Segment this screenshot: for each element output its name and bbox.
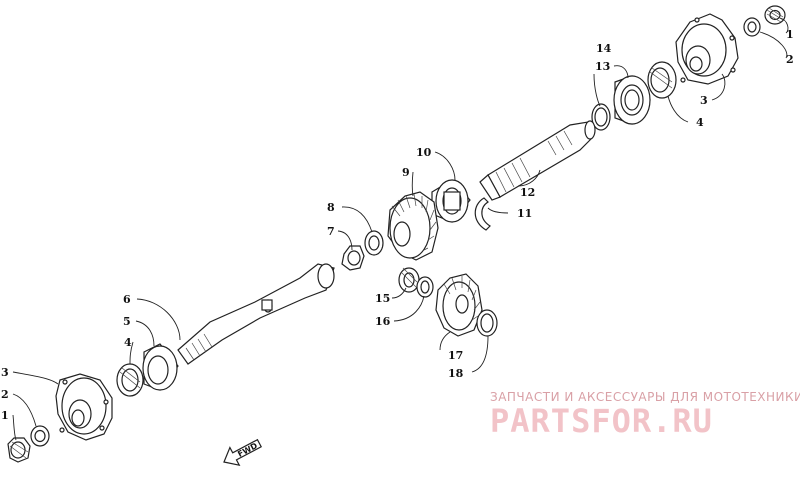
fwd-label: FWD	[236, 441, 259, 459]
watermark-subtitle: ЗАПЧАСТИ И АКСЕССУАРЫ ДЛЯ МОТОТЕХНИКИ	[490, 390, 800, 404]
part-ring-gear-9	[387, 191, 439, 261]
part-bearing-10	[431, 179, 471, 223]
part-washer-bottom	[30, 425, 50, 447]
callout-1-top: 1	[786, 28, 794, 41]
part-seal-bottom	[116, 363, 144, 397]
callout-2-top: 2	[786, 53, 794, 66]
callout-16: 16	[375, 315, 391, 328]
part-shim-18	[476, 309, 498, 337]
watermark: ЗАПЧАСТИ И АКСЕССУАРЫ ДЛЯ МОТОТЕХНИКИ PA…	[490, 390, 800, 440]
part-shaft-12	[479, 120, 596, 201]
part-hub-flange-top	[675, 13, 739, 85]
callout-4-top: 4	[696, 116, 704, 129]
part-seal-top	[647, 61, 677, 99]
part-nut-top	[764, 5, 786, 25]
part-washer-top	[743, 17, 761, 37]
callout-11: 11	[517, 207, 532, 220]
callout-3-top: 3	[700, 94, 708, 107]
callout-14: 14	[596, 42, 612, 55]
callout-15: 15	[375, 292, 390, 305]
part-nut-7	[341, 245, 365, 271]
callout-12: 12	[520, 186, 535, 199]
callout-3-bottom: 3	[1, 366, 9, 379]
watermark-logo: PARTSFOR.RU	[490, 402, 713, 440]
part-bearing-5	[142, 343, 179, 391]
callout-2-bottom: 2	[1, 388, 9, 401]
part-pinion-gear-17	[435, 273, 483, 337]
callout-1-bottom: 1	[1, 409, 9, 422]
part-bearing-14	[613, 75, 651, 125]
fwd-direction-arrow: FWD	[223, 438, 263, 467]
callout-7: 7	[327, 225, 335, 238]
callout-8: 8	[327, 201, 335, 214]
callout-18: 18	[448, 367, 464, 380]
part-washer-8	[364, 230, 384, 256]
callout-17: 17	[448, 349, 463, 362]
callout-10: 10	[416, 146, 432, 159]
part-nut-15	[398, 267, 420, 293]
part-hub-flange-bottom	[55, 373, 113, 441]
part-nut-bottom	[7, 437, 31, 463]
part-clip-11	[474, 197, 491, 231]
part-washer-16	[416, 276, 434, 298]
callout-4-bottom: 4	[124, 336, 132, 349]
callout-5: 5	[123, 315, 131, 328]
part-snapring-13	[591, 103, 611, 131]
leader-lines	[12, 17, 789, 441]
callout-numbers: 1 2 3 4 13 14 10 9 12 11 8 7 15 16 17 18…	[1, 28, 794, 422]
callout-9: 9	[402, 166, 410, 179]
callout-6: 6	[123, 293, 131, 306]
callout-13: 13	[595, 60, 610, 73]
part-shaft-6	[177, 263, 335, 365]
